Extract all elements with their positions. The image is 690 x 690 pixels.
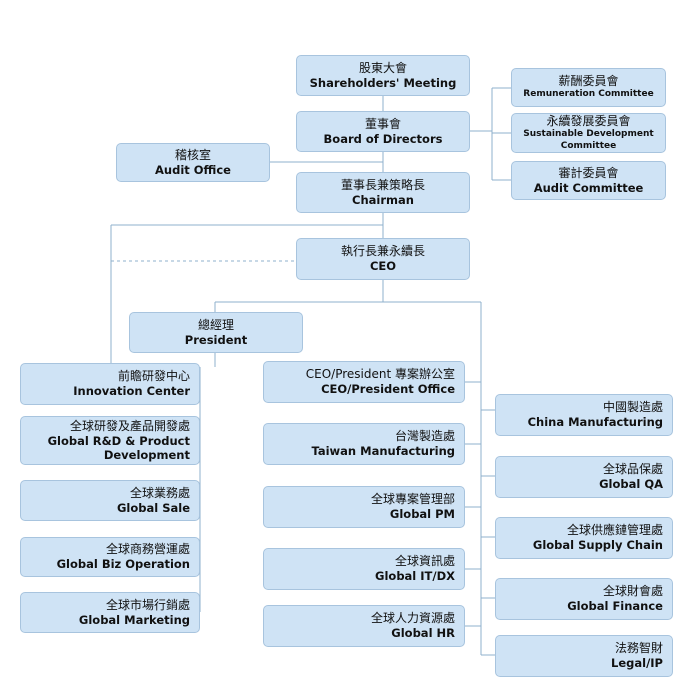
supply-zh: 全球供應鏈管理處 <box>566 523 663 538</box>
supply-en: Global Supply Chain <box>532 538 663 553</box>
innovation-en: Innovation Center <box>73 384 190 399</box>
global-supply-chain-box: 全球供應鏈管理處 Global Supply Chain <box>495 517 673 559</box>
pm-zh: 全球專案管理部 <box>370 492 455 507</box>
chairman-zh: 董事長兼策略長 <box>340 177 425 192</box>
taiwan-manufacturing-box: 台灣製造處 Taiwan Manufacturing <box>263 423 465 465</box>
itdx-zh: 全球資訊處 <box>394 554 455 569</box>
legal-zh: 法務智財 <box>614 641 663 656</box>
qa-en: Global QA <box>599 477 663 492</box>
ceo-office-zh: CEO/President 專案辦公室 <box>305 367 455 382</box>
hr-zh: 全球人力資源處 <box>370 611 455 626</box>
hr-en: Global HR <box>391 626 455 641</box>
shareholders-zh: 股東大會 <box>358 60 407 75</box>
shareholders-en: Shareholders' Meeting <box>309 75 457 90</box>
ceo-box: 執行長兼永續長 CEO <box>296 238 470 280</box>
finance-zh: 全球財會處 <box>602 584 663 599</box>
innovation-zh: 前瞻研發中心 <box>117 369 190 384</box>
global-marketing-box: 全球市場行銷處 Global Marketing <box>20 592 200 633</box>
global-pm-box: 全球專案管理部 Global PM <box>263 486 465 528</box>
ceo-en: CEO <box>369 259 397 274</box>
bizop-zh: 全球商務營運處 <box>105 542 190 557</box>
sustainable-en-line2: Committee <box>560 140 617 151</box>
global-rnd-box: 全球研發及產品開發處 Global R&D & Product Developm… <box>20 416 200 465</box>
sustainable-zh: 永續發展委員會 <box>546 114 631 129</box>
pm-en: Global PM <box>389 507 455 522</box>
board-of-directors-box: 董事會 Board of Directors <box>296 111 470 152</box>
china-mfg-zh: 中國製造處 <box>602 400 663 415</box>
audit-committee-en: Audit Committee <box>533 180 644 195</box>
taiwan-mfg-en: Taiwan Manufacturing <box>311 444 455 459</box>
board-zh: 董事會 <box>364 116 401 131</box>
chairman-box: 董事長兼策略長 Chairman <box>296 172 470 213</box>
remuneration-zh: 薪酬委員會 <box>558 74 619 89</box>
ceo-zh: 執行長兼永續長 <box>340 244 425 259</box>
chairman-en: Chairman <box>352 192 414 207</box>
ceo-president-office-box: CEO/President 專案辦公室 CEO/President Office <box>263 361 465 403</box>
global-finance-box: 全球財會處 Global Finance <box>495 578 673 620</box>
audit-committee-box: 審計委員會 Audit Committee <box>511 161 666 200</box>
president-en: President <box>184 332 248 347</box>
president-box: 總經理 President <box>129 312 303 353</box>
ceo-office-en: CEO/President Office <box>321 382 455 397</box>
marketing-en: Global Marketing <box>78 612 190 627</box>
taiwan-mfg-zh: 台灣製造處 <box>394 429 455 444</box>
qa-zh: 全球品保處 <box>602 462 663 477</box>
global-qa-box: 全球品保處 Global QA <box>495 456 673 498</box>
rnd-en-line2: Development <box>103 448 190 462</box>
sustainable-development-committee-box: 永續發展委員會 Sustainable Development Committe… <box>511 113 666 153</box>
audit-office-en: Audit Office <box>155 162 231 177</box>
audit-office-box: 稽核室 Audit Office <box>116 143 270 182</box>
innovation-center-box: 前瞻研發中心 Innovation Center <box>20 363 200 405</box>
global-sale-box: 全球業務處 Global Sale <box>20 480 200 521</box>
sale-en: Global Sale <box>116 500 190 515</box>
audit-committee-zh: 審計委員會 <box>558 165 619 180</box>
legal-en: Legal/IP <box>611 656 663 671</box>
audit-office-zh: 稽核室 <box>174 147 211 162</box>
global-hr-box: 全球人力資源處 Global HR <box>263 605 465 647</box>
finance-en: Global Finance <box>567 599 663 614</box>
sale-zh: 全球業務處 <box>129 485 190 500</box>
remuneration-committee-box: 薪酬委員會 Remuneration Committee <box>511 68 666 107</box>
rnd-en-line1: Global R&D & Product <box>47 433 190 448</box>
itdx-en: Global IT/DX <box>375 569 455 584</box>
global-biz-operation-box: 全球商務營運處 Global Biz Operation <box>20 537 200 577</box>
china-manufacturing-box: 中國製造處 China Manufacturing <box>495 394 673 436</box>
bizop-en: Global Biz Operation <box>56 557 190 572</box>
board-en: Board of Directors <box>323 131 443 146</box>
president-zh: 總經理 <box>197 317 234 332</box>
marketing-zh: 全球市場行銷處 <box>105 597 190 612</box>
rnd-zh: 全球研發及產品開發處 <box>69 418 190 433</box>
china-mfg-en: China Manufacturing <box>527 415 663 430</box>
legal-ip-box: 法務智財 Legal/IP <box>495 635 673 677</box>
remuneration-en: Remuneration Committee <box>523 89 654 100</box>
shareholders-meeting-box: 股東大會 Shareholders' Meeting <box>296 55 470 96</box>
sustainable-en-line1: Sustainable Development <box>523 129 654 140</box>
global-it-dx-box: 全球資訊處 Global IT/DX <box>263 548 465 590</box>
